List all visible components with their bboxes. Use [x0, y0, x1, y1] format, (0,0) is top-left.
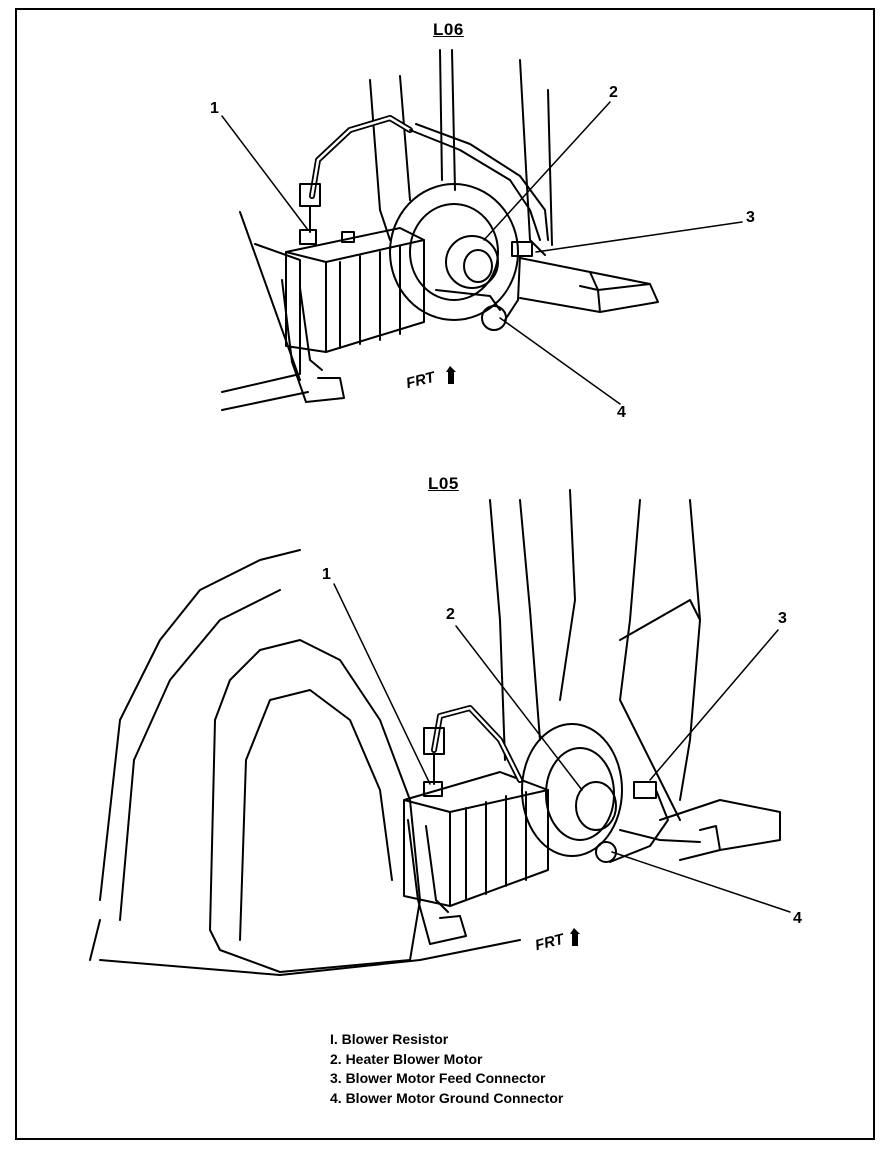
l05-frt-arrow-icon	[570, 928, 580, 946]
diagram-frame	[15, 8, 875, 1140]
l05-leader-lines	[333, 583, 791, 913]
l05-callout-4: 4	[793, 910, 802, 927]
l05-illustration	[89, 489, 781, 976]
l05-callout-1: 1	[322, 566, 331, 583]
l05-callout-3: 3	[778, 610, 787, 627]
l06-illustration	[221, 49, 659, 411]
l06-title: L06	[433, 20, 464, 39]
l06-callout-4: 4	[617, 404, 626, 421]
l06-callout-1: 1	[210, 100, 219, 117]
l05-callout-2: 2	[446, 606, 455, 623]
legend-item-heater-blower-motor: 2. Heater Blower Motor	[330, 1050, 483, 1067]
l05-title: L05	[428, 474, 459, 493]
l06-leader-lines	[221, 101, 743, 405]
l06-frt-arrow-icon	[446, 366, 456, 384]
legend-item-feed-connector: 3. Blower Motor Feed Connector	[330, 1070, 546, 1086]
legend-item-blower-resistor: I. Blower Resistor	[330, 1031, 449, 1047]
legend: I. Blower Resistor 2. Heater Blower Moto…	[330, 1030, 563, 1108]
l06-callout-2: 2	[609, 84, 618, 101]
l06-callout-3: 3	[746, 209, 755, 226]
legend-item-ground-connector: 4. Blower Motor Ground Connector	[330, 1089, 564, 1106]
